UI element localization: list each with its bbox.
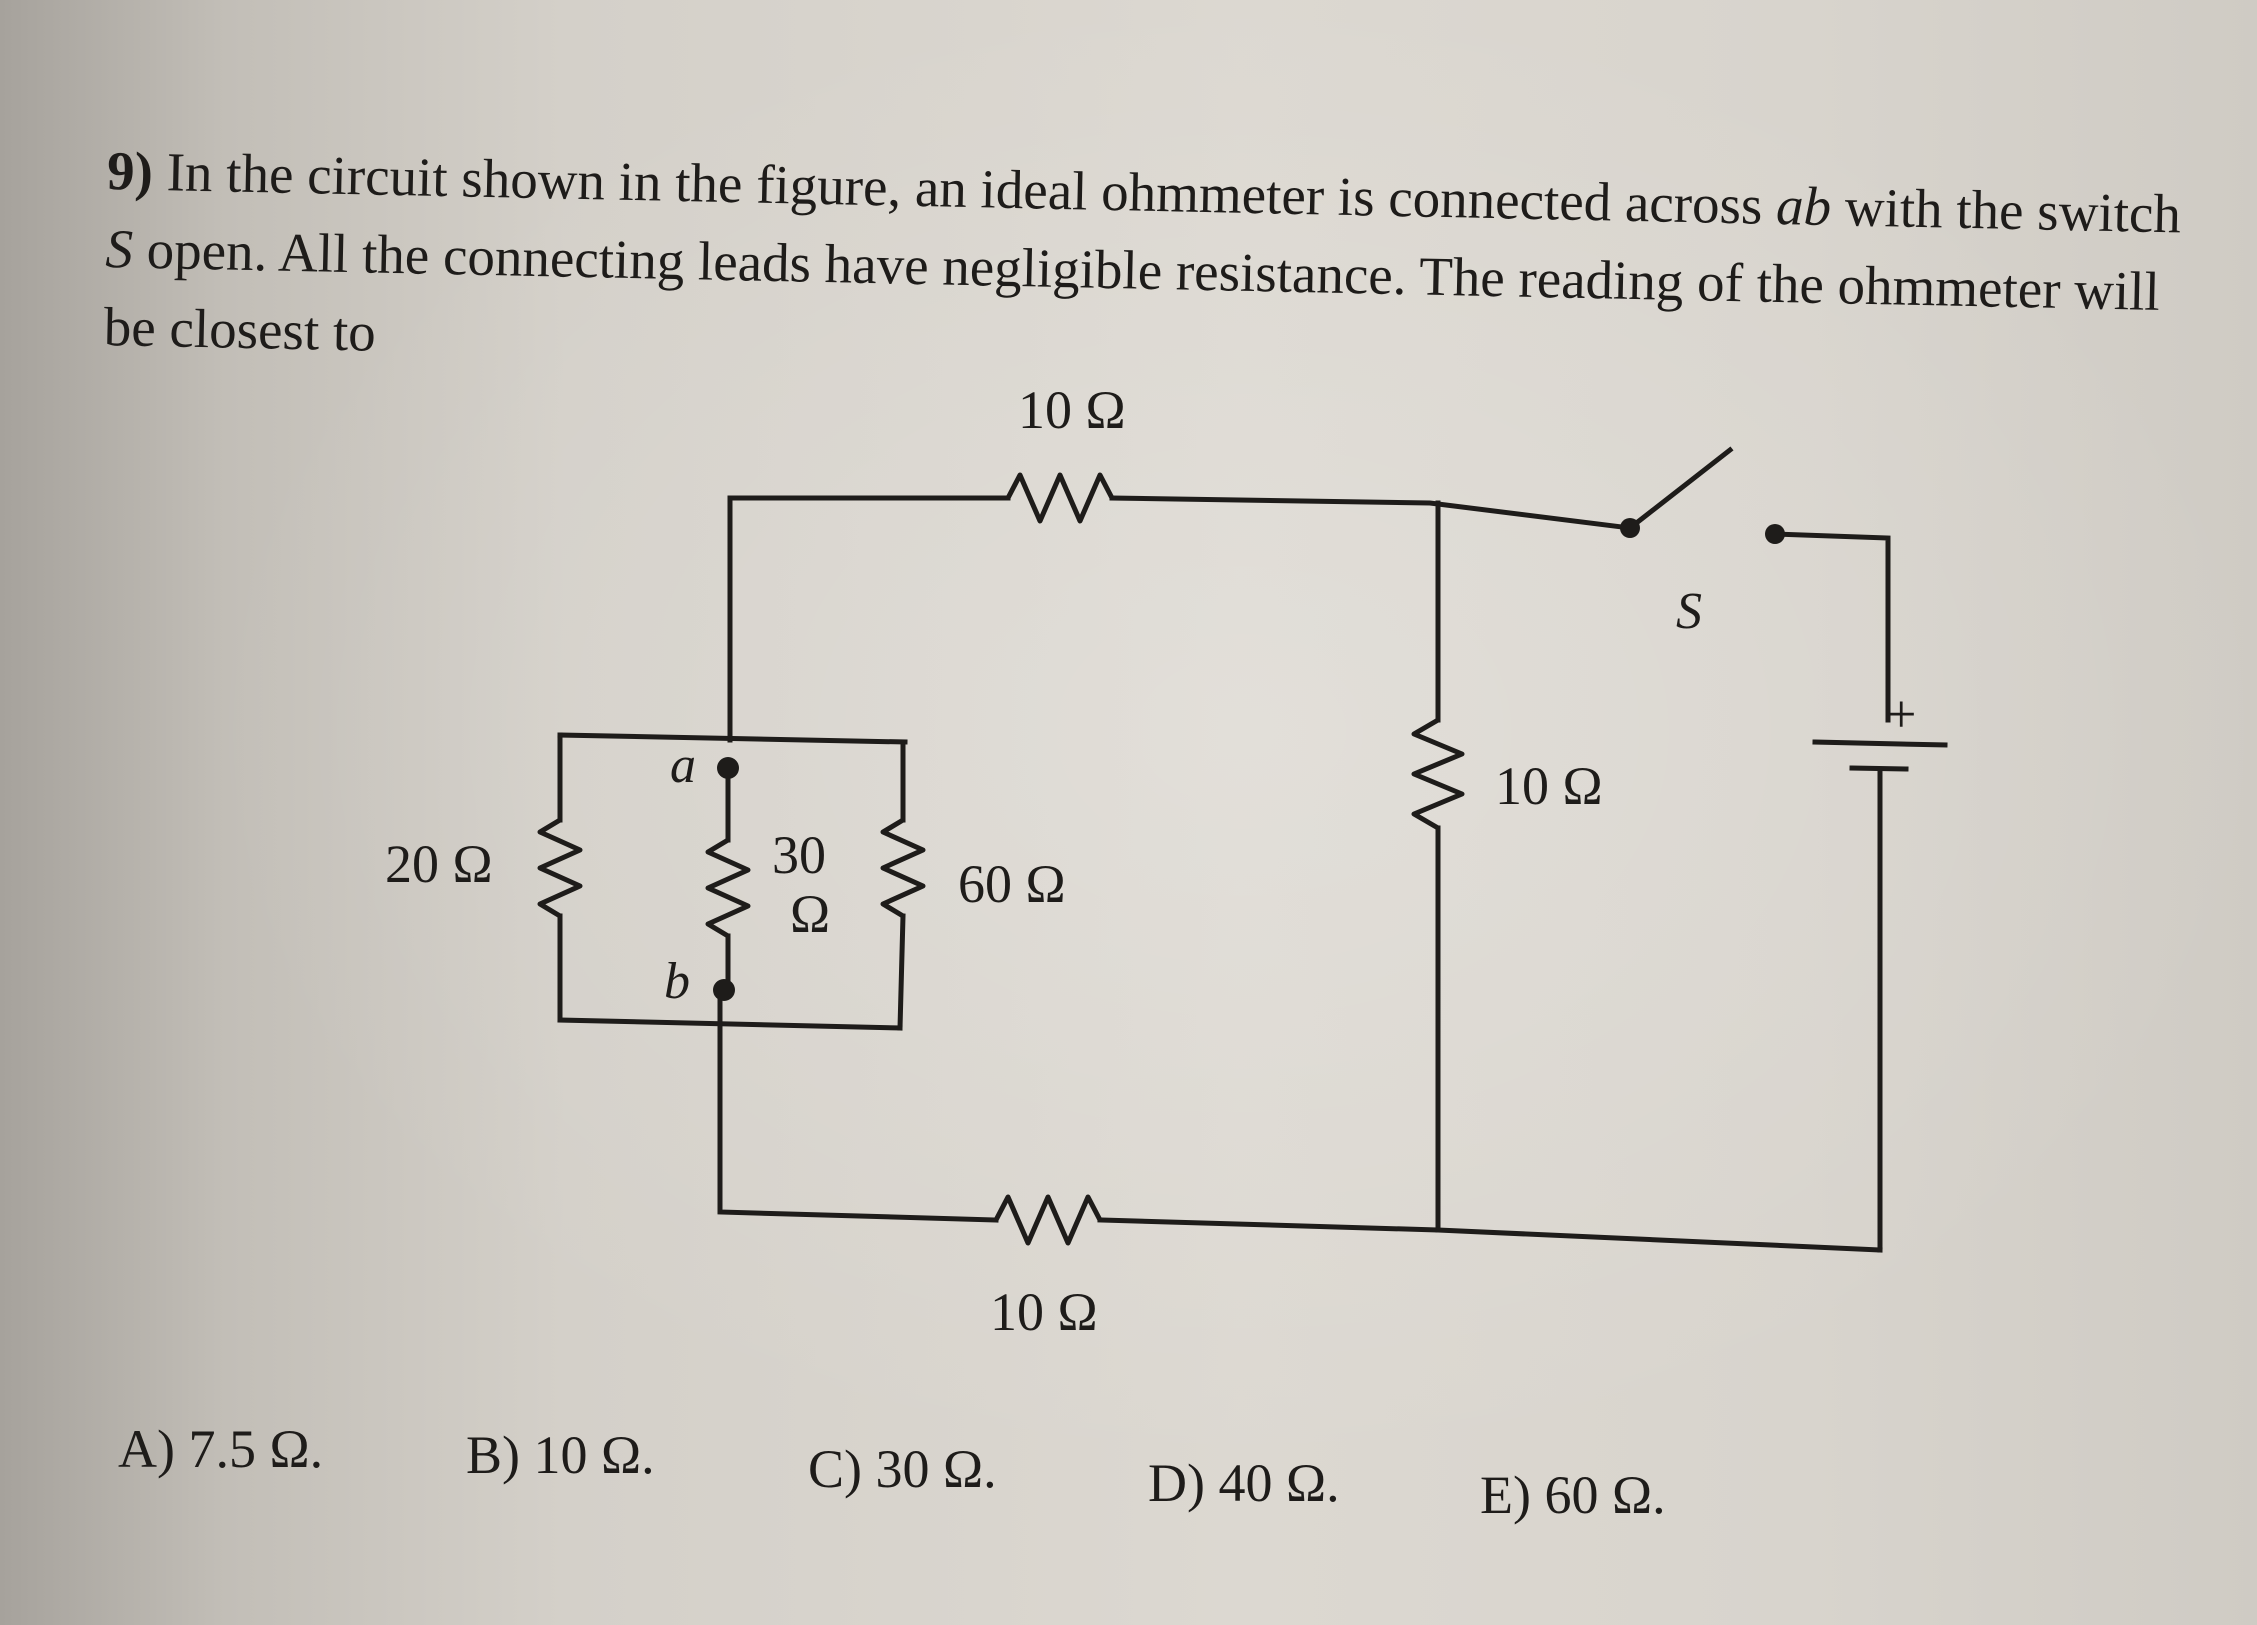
node-b-label: b [664, 953, 690, 1010]
battery-plus-label: + [1886, 684, 1916, 744]
bottom-resistor-label: 10 Ω [990, 1282, 1098, 1342]
wire-top-left [727, 495, 1011, 743]
inner-right-resistor-label: 60 Ω [958, 854, 1066, 914]
middle-resistor-unit: Ω [790, 884, 830, 944]
right-resistor-label: 10 Ω [1495, 756, 1603, 816]
middle-resistor-symbol [705, 837, 751, 939]
parallel-box-bottom [557, 1017, 903, 1031]
top-resistor-symbol [1005, 472, 1115, 524]
inner-right-resistor-symbol [880, 817, 926, 919]
middle-resistor-value: 30 [772, 825, 826, 885]
bottom-resistor-symbol [993, 1194, 1103, 1246]
battery-long-plate [1812, 739, 1948, 748]
wire-bottom-left [717, 989, 999, 1223]
wire-top-right [1109, 495, 1633, 531]
right-resistor-symbol [1411, 717, 1465, 831]
top-resistor-label: 10 Ω [1018, 380, 1126, 440]
wire-switch-to-battery [1772, 531, 1891, 723]
wire-inner-resistor-bottom [897, 913, 906, 1031]
parallel-box-top [557, 732, 908, 745]
switch-label: S [1676, 583, 1702, 640]
left-resistor-symbol [537, 817, 583, 919]
wire-bottom-right [1097, 1217, 1883, 1253]
switch-contact-left [1620, 518, 1640, 538]
node-b-dot [713, 979, 735, 1001]
node-a-dot [717, 757, 739, 779]
switch-blade [1626, 446, 1734, 532]
node-a-label: a [670, 737, 696, 794]
left-resistor-label: 20 Ω [385, 834, 493, 894]
